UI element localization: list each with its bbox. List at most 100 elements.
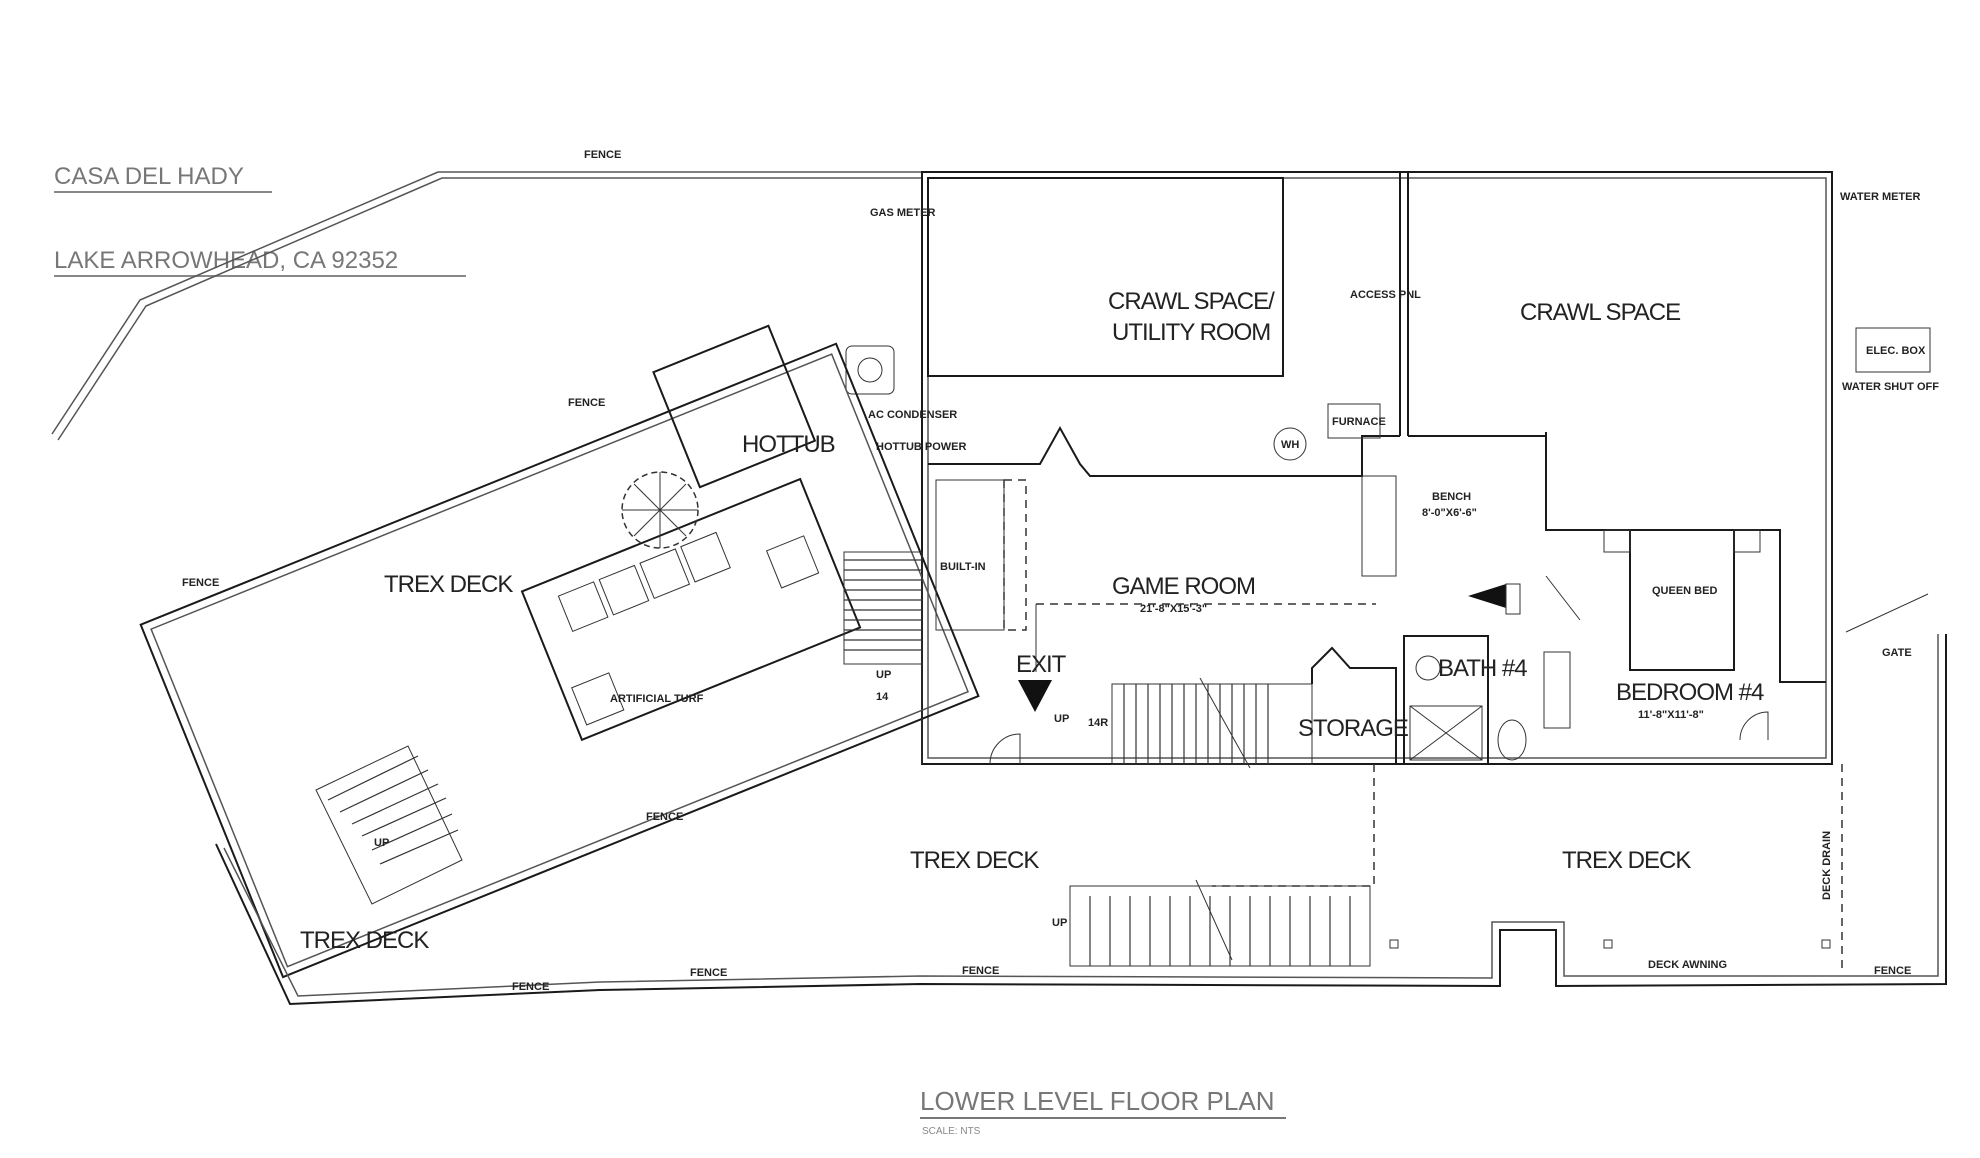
project-address: LAKE ARROWHEAD, CA 92352 <box>54 247 398 274</box>
label-wh: WH <box>1281 439 1299 451</box>
nightstand-right <box>1733 529 1761 553</box>
fence-line-top-inner <box>57 177 922 441</box>
label-ac-condenser: AC CONDENSER <box>868 409 957 421</box>
dresser <box>1543 651 1571 729</box>
artificial-turf-area <box>520 477 862 742</box>
label-trex-deck-right: TREX DECK <box>1562 847 1691 874</box>
hottub-box <box>652 324 817 489</box>
entry-arrow-icon <box>1468 584 1506 608</box>
storage-walls <box>1311 646 1397 764</box>
deck-stairs-center <box>1069 879 1371 967</box>
exit-door-swing <box>989 733 1021 765</box>
deck-post-1 <box>1389 939 1399 949</box>
exit-arrow-icon <box>1018 680 1052 712</box>
label-fence-left: FENCE <box>182 577 219 589</box>
upper-deck-group <box>139 324 980 979</box>
bedroom-entry-line <box>1545 575 1581 621</box>
label-crawl-utility-2: UTILITY ROOM <box>1112 319 1270 346</box>
nightstand-left <box>1603 529 1631 553</box>
exterior-stairs-left <box>843 551 923 764</box>
lower-deck-outline-inner <box>223 634 1939 997</box>
label-up-interior: UP <box>1054 713 1069 725</box>
turf-seat-1 <box>557 581 609 633</box>
label-up-exterior-count: 14 <box>876 691 889 703</box>
label-fence-upper-deck: FENCE <box>568 397 605 409</box>
crawl-right-lower-wall <box>1408 432 1547 437</box>
bedroom-door-swing <box>1739 711 1769 741</box>
elec-box <box>1855 327 1931 373</box>
label-bedroom-dims: 11'-8"X11'-8" <box>1638 709 1704 721</box>
upper-deck-outline <box>139 342 980 979</box>
label-up-exterior: UP <box>876 669 891 681</box>
label-gate: GATE <box>1882 647 1912 659</box>
deck-dashed-line <box>1212 764 1375 887</box>
label-access-pnl: ACCESS PNL <box>1350 289 1421 301</box>
turf-seat-6 <box>571 672 625 726</box>
label-furnace: FURNACE <box>1332 416 1386 428</box>
label-crawl-space: CRAWL SPACE <box>1520 299 1680 326</box>
label-artificial-turf: ARTIFICIAL TURF <box>610 693 704 705</box>
label-up-center: UP <box>1052 917 1067 929</box>
bath-walls <box>1403 635 1489 765</box>
sink-symbol <box>1415 655 1441 681</box>
label-hottub-power: HOTTUB POWER <box>876 441 966 453</box>
queen-bed-frame <box>1629 529 1735 671</box>
crawl-utility-box <box>927 177 1284 377</box>
label-trex-deck-upper: TREX DECK <box>384 571 513 598</box>
lower-deck-outline <box>215 634 1947 1006</box>
label-fence-bottom-3: FENCE <box>962 965 999 977</box>
label-bench-dims: 8'-0"X6'-6" <box>1422 507 1477 519</box>
deck-post-2 <box>1603 939 1613 949</box>
footer-scale: SCALE: NTS <box>922 1126 981 1137</box>
label-bench: BENCH <box>1432 491 1471 503</box>
label-fence-bottom-1: FENCE <box>512 981 549 993</box>
label-fence-top: FENCE <box>584 149 621 161</box>
label-gas-meter: GAS METER <box>870 207 935 219</box>
built-in-cabinet-dashed <box>1003 479 1027 631</box>
label-water-shutoff: WATER SHUT OFF <box>1842 381 1939 393</box>
interior-stairs <box>1111 677 1313 769</box>
house-outline <box>921 171 1833 765</box>
house-outline-inner <box>927 177 1827 759</box>
shower-box <box>1409 705 1483 761</box>
bench-area <box>1361 475 1397 577</box>
turf-seat-4 <box>680 531 731 583</box>
label-exit: EXIT <box>1016 651 1067 678</box>
label-up-interior-count: 14R <box>1088 717 1108 729</box>
label-deck-awning: DECK AWNING <box>1648 959 1727 971</box>
label-game-room: GAME ROOM <box>1112 573 1255 600</box>
label-up-left: UP <box>374 837 389 849</box>
built-in-cabinet <box>935 479 1005 631</box>
label-fence-lower-deck: FENCE <box>646 811 683 823</box>
bedroom-upper-wall <box>1545 432 1826 683</box>
label-bedroom: BEDROOM #4 <box>1616 679 1764 706</box>
label-game-room-dims: 21'-8"X15'-3" <box>1140 603 1207 615</box>
project-title: CASA DEL HADY <box>54 163 244 190</box>
fence-line-top <box>51 171 922 435</box>
deck-post-3 <box>1821 939 1831 949</box>
crawl-lower-wall <box>928 425 1400 477</box>
label-bath: BATH #4 <box>1438 655 1527 682</box>
deck-stairs-left <box>315 745 463 905</box>
toilet-symbol <box>1497 719 1527 761</box>
water-heater-symbol <box>1273 427 1307 461</box>
label-crawl-utility-1: CRAWL SPACE/ <box>1108 288 1275 315</box>
label-queen-bed: QUEEN BED <box>1652 585 1717 597</box>
turf-seat-3 <box>639 548 691 600</box>
footer-title: LOWER LEVEL FLOOR PLAN <box>920 1086 1274 1116</box>
entry-door-panel <box>1505 583 1521 615</box>
furnace-box <box>1327 403 1381 439</box>
label-trex-deck-lower-left: TREX DECK <box>300 927 429 954</box>
label-fence-bottom-2: FENCE <box>690 967 727 979</box>
label-deck-drain: DECK DRAIN <box>1821 831 1833 900</box>
turf-seat-2 <box>598 564 650 616</box>
label-built-in: BUILT-IN <box>940 561 986 573</box>
ac-condenser-symbol <box>857 357 883 383</box>
label-fence-bottom-4: FENCE <box>1874 965 1911 977</box>
label-water-meter: WATER METER <box>1840 191 1921 203</box>
upper-deck-inner <box>150 353 969 968</box>
label-elec-box: ELEC. BOX <box>1866 345 1926 357</box>
shower-x-2 <box>1409 705 1483 761</box>
gate-line <box>1845 593 1929 633</box>
